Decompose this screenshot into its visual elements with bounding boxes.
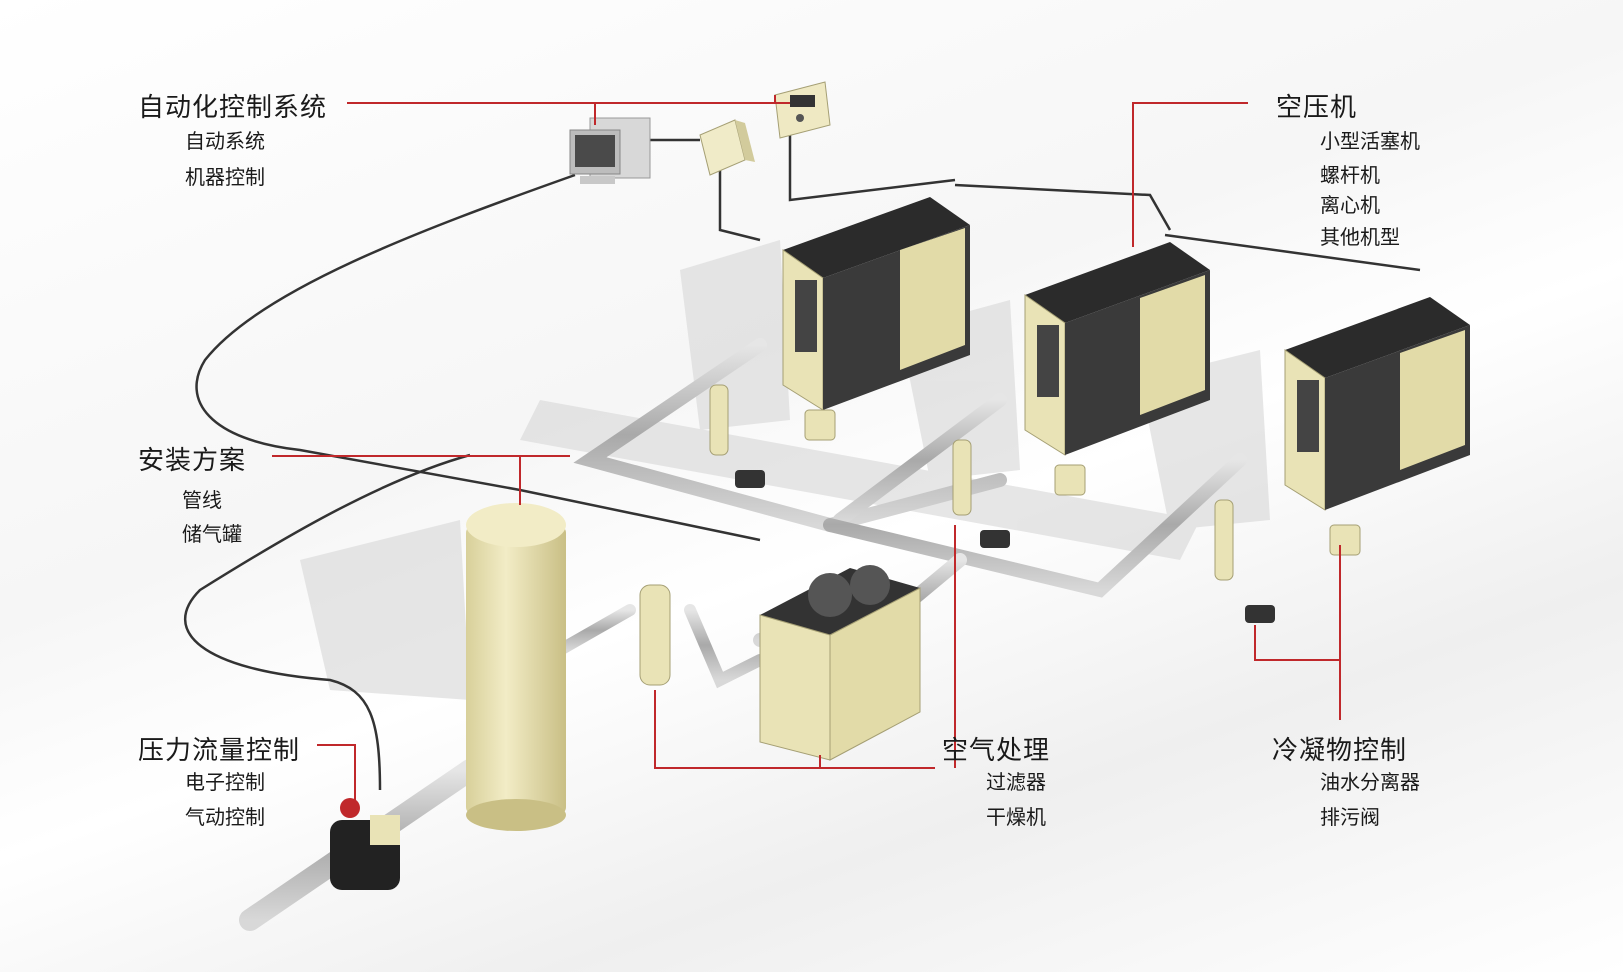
air-treatment-item: 过滤器 [986,770,1046,794]
condensate-title: 冷凝物控制 [1272,736,1408,766]
compressor-1 [782,197,970,411]
automation-item: 机器控制 [185,165,265,189]
automation-item: 自动系统 [185,129,265,153]
flow-control-item: 电子控制 [185,770,265,794]
installation-item: 储气罐 [182,522,242,546]
compressor-3 [1284,297,1470,511]
compressors-item: 小型活塞机 [1320,129,1420,153]
compressors-item: 离心机 [1320,193,1380,217]
control-cables [183,130,1421,791]
filters [639,384,1234,686]
flow-control-item: 气动控制 [185,805,265,829]
condensate-item: 排污阀 [1320,805,1380,829]
condensate-item: 油水分离器 [1320,770,1420,794]
compressors-title: 空压机 [1276,93,1358,123]
flow-control-title: 压力流量控制 [138,736,301,766]
air-receiver-tank [466,503,566,831]
automation-title: 自动化控制系统 [138,93,328,123]
computer-icon [569,117,651,184]
controller-panel-icon [774,81,831,139]
compressor-2 [1024,242,1210,456]
air-treatment-title: 空气处理 [942,736,1051,766]
condensate-drains [735,409,1361,623]
compressors-item: 螺杆机 [1320,163,1380,187]
air-treatment-item: 干燥机 [986,805,1046,829]
control-box-icon [699,119,755,176]
flow-controller [330,798,400,890]
installation-item: 管线 [182,488,222,512]
leader-lines [272,95,1341,800]
installation-title: 安装方案 [138,446,247,476]
air-dryer [759,565,921,761]
compressors-item: 其他机型 [1320,225,1400,249]
